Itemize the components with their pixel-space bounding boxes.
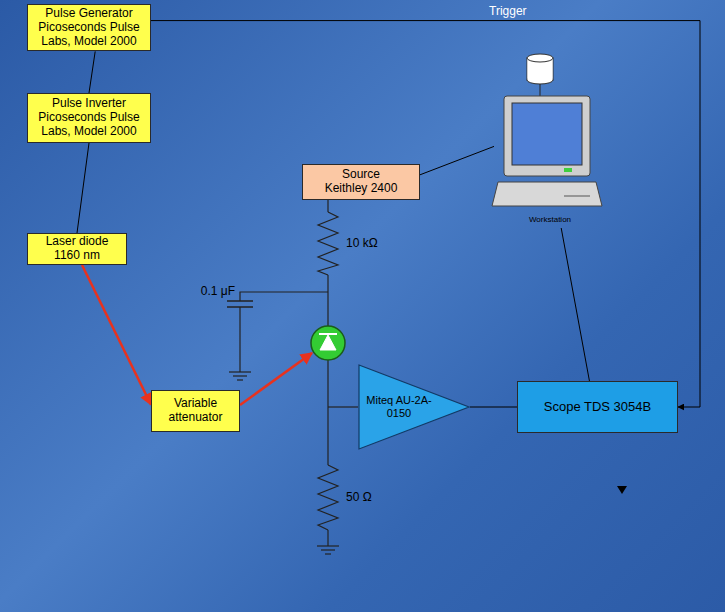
resistor-symbol — [318, 212, 338, 275]
laser-beam-arrow — [240, 353, 312, 405]
workstation-icon: Workstation — [494, 92, 606, 228]
photodiode-body — [311, 326, 345, 360]
wire — [240, 200, 358, 546]
cable-line — [561, 228, 589, 381]
monitor-screen — [512, 103, 582, 165]
ground-line — [321, 549, 335, 550]
device-box: Laser diode 1160 nm — [27, 233, 127, 265]
node-text: Workstation — [529, 215, 571, 224]
resistor-value: 50 Ω — [346, 490, 372, 504]
cable-line — [77, 143, 89, 233]
ground-line — [317, 545, 339, 546]
scope-box: Scope TDS 3054B — [517, 381, 678, 433]
wire — [328, 406, 358, 407]
disk-top — [527, 54, 553, 62]
resistor-symbol — [318, 465, 338, 530]
source-box: Source Keithley 2400 — [302, 164, 420, 200]
wire — [327, 200, 328, 212]
node-text: Pulse Inverter Picoseconds Pulse Labs, M… — [33, 97, 145, 138]
wire — [240, 292, 328, 301]
node-text: Variable attenuator — [163, 397, 228, 425]
device-box: Pulse Inverter Picoseconds Pulse Labs, M… — [27, 93, 151, 143]
cable-line — [420, 146, 494, 174]
ground-line — [237, 379, 243, 380]
capacitor-value: 0.1 μF — [201, 284, 235, 298]
laser-beam-arrow — [82, 265, 151, 405]
capacitor-plate — [227, 306, 253, 308]
ground-line — [233, 375, 247, 376]
resistor-value: 10 kΩ — [346, 236, 378, 250]
node-text: Pulse Generator Picoseconds Pulse Labs, … — [33, 7, 145, 48]
photodiode-symbol — [311, 326, 345, 360]
node-text: Source Keithley 2400 — [322, 168, 400, 196]
diode-bar — [319, 333, 337, 335]
node-text: Miteq AU-2A-0150 — [366, 394, 432, 419]
amplifier-triangle: Miteq AU-2A-0150 — [358, 364, 470, 450]
wire — [327, 530, 328, 546]
amplifier-outline — [358, 364, 470, 450]
drive-slot — [564, 196, 590, 197]
wire — [239, 307, 240, 372]
node-text: Laser diode 1160 nm — [38, 235, 116, 263]
capacitor-plate — [227, 300, 253, 302]
diode-triangle — [320, 335, 336, 350]
monitor-frame — [504, 96, 590, 176]
cable-line — [89, 51, 95, 93]
computer-base — [492, 182, 602, 206]
ground-symbol — [229, 372, 251, 380]
wire — [327, 275, 328, 326]
capacitor-symbol — [227, 301, 253, 307]
computer-icon — [494, 92, 606, 228]
ground-line — [325, 553, 331, 554]
ground-symbol — [317, 546, 339, 554]
power-light — [564, 168, 572, 172]
wire — [327, 360, 328, 465]
trigger-line — [151, 21, 700, 407]
device-box: Variable attenuator — [151, 390, 240, 432]
wire — [540, 84, 541, 96]
cable-line — [470, 406, 517, 407]
node-text: Scope TDS 3054B — [544, 400, 651, 415]
signal-name: Trigger — [489, 4, 527, 18]
marker-triangle — [617, 486, 627, 494]
ground-line — [229, 371, 251, 372]
amplifier-triangle — [359, 365, 469, 449]
device-box: Pulse Generator Picoseconds Pulse Labs, … — [27, 4, 151, 51]
disk-icon — [527, 54, 553, 96]
